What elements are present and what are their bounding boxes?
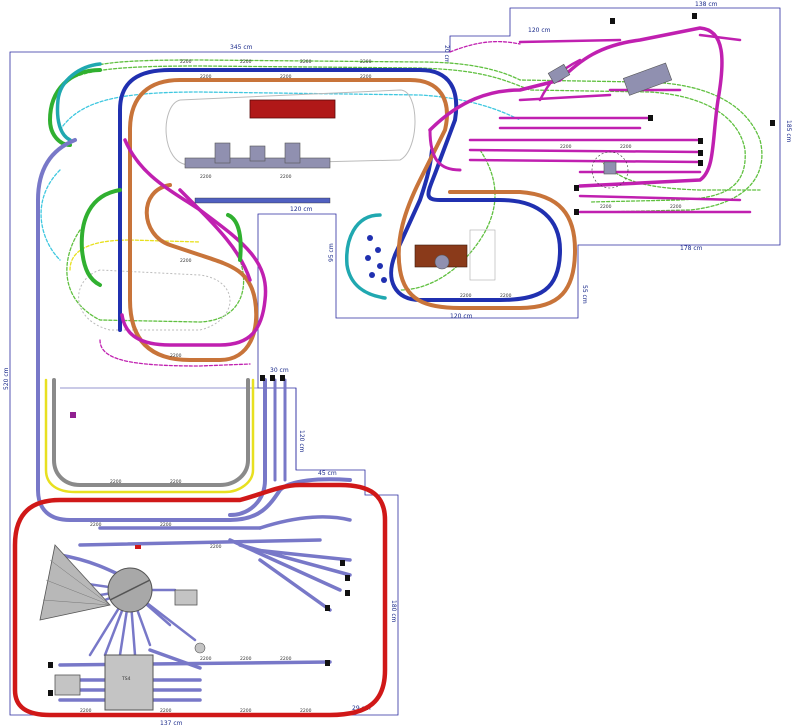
right-yard-box bbox=[603, 161, 617, 175]
track-labels: 2200 2200 2200 2200 2200 2200 2200 2200 … bbox=[80, 59, 682, 714]
gray-inner-loop bbox=[52, 378, 250, 487]
engine-shed bbox=[104, 654, 154, 711]
dim-top-left-right: 20 cm bbox=[443, 45, 450, 64]
svg-text:2200: 2200 bbox=[280, 174, 292, 180]
right-yard-turntable bbox=[591, 151, 629, 189]
svg-text:2200: 2200 bbox=[160, 522, 172, 528]
svg-text:2200: 2200 bbox=[200, 74, 212, 80]
svg-text:2200: 2200 bbox=[170, 353, 182, 359]
center-platform bbox=[469, 229, 496, 281]
right-yard-small bbox=[547, 63, 571, 85]
lower-yard bbox=[58, 515, 352, 702]
dim-notch: 45 cm bbox=[318, 470, 337, 477]
dim-top-width: 345 cm bbox=[230, 44, 253, 51]
svg-text:2200: 2200 bbox=[460, 293, 472, 299]
station-building-red bbox=[249, 99, 336, 119]
station-long-platform bbox=[194, 197, 331, 204]
room-outline bbox=[9, 7, 781, 716]
svg-text:2200: 2200 bbox=[280, 74, 292, 80]
dim-lower-right: 180 cm bbox=[390, 600, 397, 623]
dim-notch-height: 120 cm bbox=[298, 430, 305, 453]
teal-curve-top-left bbox=[55, 62, 102, 142]
buffer-stops bbox=[48, 13, 775, 696]
svg-text:2200: 2200 bbox=[240, 708, 252, 714]
magenta-line bbox=[120, 138, 268, 347]
svg-text:2200: 2200 bbox=[300, 708, 312, 714]
svg-text:2200: 2200 bbox=[500, 293, 512, 299]
dim-inner-width: 30 cm bbox=[270, 367, 289, 374]
svg-text:2200: 2200 bbox=[300, 59, 312, 65]
dim-right-bottom: 55 cm bbox=[581, 285, 588, 304]
svg-text:2200: 2200 bbox=[280, 656, 292, 662]
dim-left-height: 520 cm bbox=[3, 367, 10, 390]
station-tower-1 bbox=[214, 142, 231, 164]
svg-text:2200: 2200 bbox=[360, 59, 372, 65]
shed-top bbox=[174, 589, 198, 606]
svg-text:2200: 2200 bbox=[90, 522, 102, 528]
svg-text:2200: 2200 bbox=[200, 656, 212, 662]
roundhouse-dividers bbox=[42, 544, 111, 606]
svg-text:2200: 2200 bbox=[160, 708, 172, 714]
dim-loop-width: 120 cm bbox=[450, 313, 473, 320]
teal-arc-center bbox=[345, 213, 387, 300]
green-curve-top-left bbox=[48, 68, 102, 147]
green-curve-mid bbox=[226, 213, 243, 262]
dim-right-top: 120 cm bbox=[528, 27, 551, 34]
orange-lower-loop bbox=[128, 183, 259, 362]
roundhouse bbox=[39, 544, 111, 621]
lavender-right-main bbox=[228, 378, 267, 517]
lower-hidden-oval bbox=[78, 269, 231, 331]
svg-text:2200: 2200 bbox=[170, 479, 182, 485]
trees bbox=[365, 235, 387, 283]
turntable-bridge bbox=[109, 579, 151, 601]
svg-text:2200: 2200 bbox=[180, 59, 192, 65]
svg-text:2200: 2200 bbox=[240, 656, 252, 662]
water-tower bbox=[194, 642, 206, 654]
shed-small bbox=[54, 674, 81, 696]
dim-mid-width: 178 cm bbox=[680, 245, 703, 252]
svg-text:2200: 2200 bbox=[210, 544, 222, 550]
magenta-yard-main bbox=[428, 26, 724, 188]
yellow-loop bbox=[44, 378, 255, 494]
svg-text:2200: 2200 bbox=[200, 174, 212, 180]
green-curve-left bbox=[79, 188, 122, 287]
svg-text:2200: 2200 bbox=[560, 144, 572, 150]
svg-text:2200: 2200 bbox=[80, 708, 92, 714]
dim-right-height: 185 cm bbox=[785, 120, 792, 143]
central-hidden-oval bbox=[165, 89, 416, 166]
magenta-yard-sidings bbox=[468, 33, 752, 214]
dim-top-right-width: 138 cm bbox=[695, 1, 718, 8]
magenta-branch-left bbox=[428, 128, 462, 172]
svg-text:2200: 2200 bbox=[620, 144, 632, 150]
dim-bottom-width: 137 cm bbox=[160, 720, 183, 727]
svg-text:2200: 2200 bbox=[360, 74, 372, 80]
small-marker bbox=[135, 545, 141, 549]
svg-text:2200: 2200 bbox=[110, 479, 122, 485]
dim-small: 120 cm bbox=[290, 206, 313, 213]
blue-main-loop bbox=[118, 68, 562, 332]
magenta-branch bbox=[178, 188, 252, 282]
small-signal bbox=[70, 412, 76, 418]
station-tower-2 bbox=[249, 145, 266, 162]
orange-loop bbox=[128, 78, 577, 310]
right-yard-shed bbox=[622, 62, 673, 96]
svg-text:2200: 2200 bbox=[600, 204, 612, 210]
station-tower-3 bbox=[284, 142, 301, 164]
svg-text:2200: 2200 bbox=[670, 204, 682, 210]
dim-loop-height: 95 cm bbox=[328, 243, 335, 262]
svg-text:2200: 2200 bbox=[240, 59, 252, 65]
svg-text:2200: 2200 bbox=[180, 258, 192, 264]
red-outer-loop bbox=[12, 482, 388, 718]
center-tower bbox=[434, 254, 450, 270]
engine-shed-label: TS4 bbox=[121, 676, 131, 682]
